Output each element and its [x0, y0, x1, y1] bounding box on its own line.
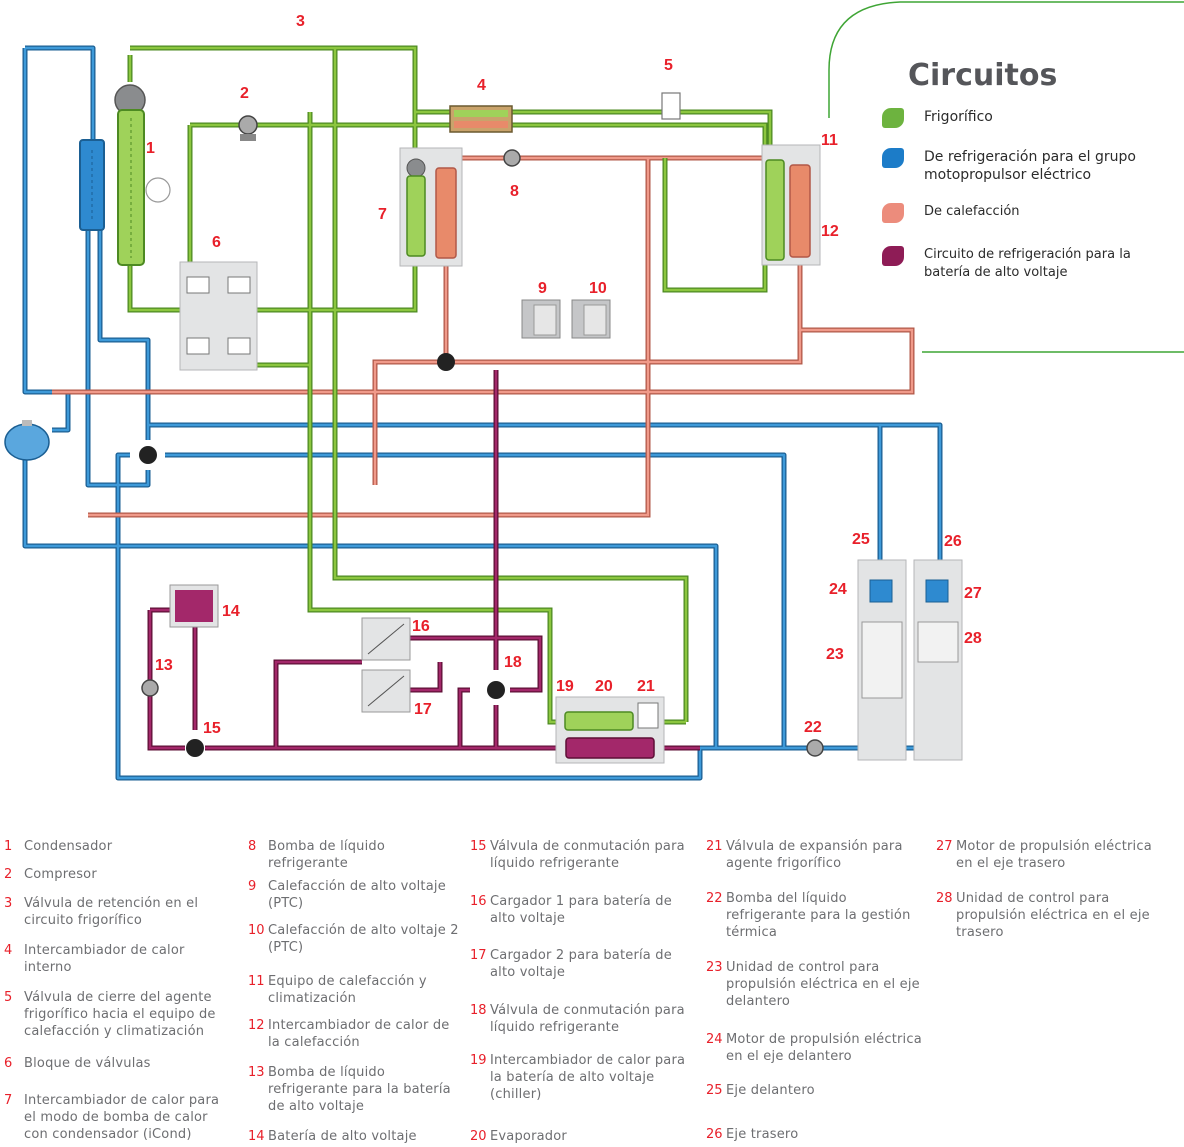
rear-axle-unit [913, 559, 963, 761]
legend-item-drivetrain-cooling: De refrigeración para el grupo motopropu… [882, 148, 1174, 184]
legend-swatch [882, 203, 904, 223]
battery-pump [141, 679, 159, 697]
label-8: 8 [510, 183, 519, 200]
charger-2 [361, 669, 411, 713]
legend-label: Circuito de refrigeración para la baterí… [924, 247, 1131, 280]
label-20: 20 [595, 678, 613, 695]
label-4: 4 [477, 77, 486, 94]
coolant-valve-15 [186, 739, 204, 757]
label-23: 23 [826, 646, 844, 663]
legend-label: De calefacción [924, 204, 1020, 219]
high-voltage-battery [169, 584, 219, 628]
label-12: 12 [821, 223, 839, 240]
component-numbers: 1 2 3 4 5 6 7 8 9 10 11 12 13 14 15 16 1… [146, 13, 982, 737]
circuit-diagram: 1 2 3 4 5 6 7 8 9 10 11 12 13 14 15 16 1… [4, 1, 1184, 781]
thermal-management-pump [806, 739, 824, 757]
label-15: 15 [203, 720, 221, 737]
valve-block [179, 261, 258, 371]
internal-heat-exchanger [449, 105, 513, 133]
front-axle-unit [857, 559, 907, 761]
charger-1 [361, 617, 411, 661]
label-18: 18 [504, 654, 522, 671]
label-13: 13 [155, 657, 173, 674]
battery-circuit [147, 370, 700, 751]
label-10: 10 [589, 280, 607, 297]
chiller-block [555, 696, 665, 764]
legend-item-battery-cooling: Circuito de refrigeración para la baterí… [882, 246, 1174, 282]
ptc-heater-2 [571, 299, 611, 339]
legend-swatch [882, 246, 904, 266]
legend-item-heating: De calefacción [882, 203, 1174, 223]
legend-frame [828, 1, 1184, 118]
label-1: 1 [146, 140, 155, 157]
legend-item-refrigerant: Frigorífico [882, 108, 1174, 128]
label-24: 24 [829, 581, 847, 598]
label-5: 5 [664, 57, 673, 74]
label-2: 2 [240, 85, 249, 102]
compressor [238, 115, 258, 141]
label-19: 19 [556, 678, 574, 695]
label-7: 7 [378, 206, 387, 223]
legend-label: Frigorífico [924, 109, 993, 125]
heating-pump [503, 149, 521, 167]
legend-label: De refrigeración para el grupo motopropu… [924, 149, 1136, 183]
shutoff-valve [661, 92, 681, 120]
icond-heat-exchanger [399, 147, 463, 267]
label-17: 17 [414, 701, 432, 718]
label-22: 22 [804, 719, 822, 736]
coolant-valve-18 [487, 681, 505, 699]
label-16: 16 [412, 618, 430, 635]
legend-swatch [882, 148, 904, 168]
radiator [79, 139, 105, 231]
legend-swatch [882, 108, 904, 128]
label-25: 25 [852, 531, 870, 548]
label-26: 26 [944, 533, 962, 550]
coolant-valve-main [139, 446, 157, 464]
hvac-unit [761, 144, 821, 266]
expansion-tank [4, 420, 50, 461]
label-9: 9 [538, 280, 547, 297]
label-11: 11 [821, 132, 838, 149]
label-3: 3 [296, 13, 305, 30]
label-21: 21 [637, 678, 655, 695]
condenser [114, 84, 171, 266]
label-27: 27 [964, 585, 982, 602]
heating-valve [437, 353, 455, 371]
ptc-heater-1 [521, 299, 561, 339]
refrigerant-circuit [127, 45, 773, 725]
label-6: 6 [212, 234, 221, 251]
label-14: 14 [222, 603, 240, 620]
label-28: 28 [964, 630, 982, 647]
legend-title: Circuitos [908, 58, 1058, 93]
